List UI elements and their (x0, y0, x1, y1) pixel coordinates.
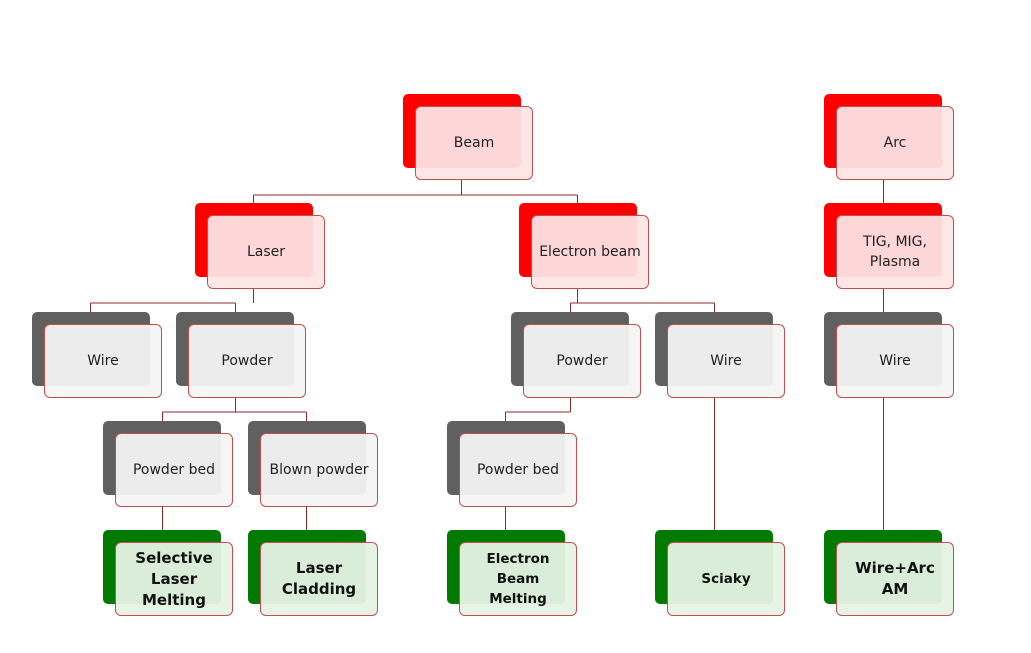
node-arc-wire: Wire (824, 312, 954, 398)
node-beam: Beam (403, 94, 533, 180)
node-box: Wire (836, 324, 954, 398)
node-label: Arc (883, 135, 907, 151)
connector-laser-children (90, 289, 254, 323)
node-eb-powder-bed: Powder bed (447, 421, 577, 507)
node-electron-beam: Electron beam (519, 203, 649, 289)
node-label: TIG, MIG, Plasma (863, 234, 927, 270)
node-eb-powder: Powder (511, 312, 641, 398)
node-laser: Laser (195, 203, 325, 289)
node-powder-bed: Powder bed (103, 421, 233, 507)
node-box: Powder bed (115, 433, 233, 507)
node-label: Wire (710, 353, 742, 369)
node-electron-beam-melting: Electron Beam Melting (447, 530, 577, 616)
node-box: Wire (667, 324, 785, 398)
connector-powder-children (162, 398, 307, 432)
node-box: Laser Cladding (260, 542, 378, 616)
node-box: Sciaky (667, 542, 785, 616)
node-box: Wire (44, 324, 162, 398)
node-label: Powder bed (476, 462, 560, 478)
node-box: Arc (836, 106, 954, 180)
node-label: Wire (879, 353, 911, 369)
node-wire-arc-am: Wire+Arc AM (824, 530, 954, 616)
node-box: Powder (523, 324, 641, 398)
node-sciaky: Sciaky (655, 530, 785, 616)
node-box: Selective Laser Melting (115, 542, 233, 616)
node-label: Electron beam (539, 244, 641, 260)
node-laser-cladding: Laser Cladding (248, 530, 378, 616)
node-label: Powder bed (132, 462, 216, 478)
node-label: Blown powder (269, 462, 369, 478)
connector-eb-children (570, 289, 715, 323)
node-box: Electron Beam Melting (459, 542, 577, 616)
node-laser-powder: Powder (176, 312, 306, 398)
node-label: Beam (453, 135, 495, 151)
node-box: Wire+Arc AM (836, 542, 954, 616)
node-label: Selective Laser Melting (135, 548, 213, 609)
node-label: Sciaky (701, 571, 751, 587)
node-box: TIG, MIG, Plasma (836, 215, 954, 289)
node-label: Powder (556, 353, 608, 369)
connector-beam-children (253, 180, 578, 215)
node-label: Powder (221, 353, 273, 369)
node-box: Electron beam (531, 215, 649, 289)
node-box: Beam (415, 106, 533, 180)
node-label: Laser (246, 244, 286, 260)
node-box: Blown powder (260, 433, 378, 507)
node-label: Wire (87, 353, 119, 369)
node-box: Laser (207, 215, 325, 289)
node-selective-laser-melting: Selective Laser Melting (103, 530, 233, 616)
node-label: Electron Beam Melting (486, 551, 550, 607)
node-box: Powder (188, 324, 306, 398)
node-blown-powder: Blown powder (248, 421, 378, 507)
node-laser-wire: Wire (32, 312, 162, 398)
node-label: Laser Cladding (281, 559, 357, 598)
node-eb-wire: Wire (655, 312, 785, 398)
node-box: Powder bed (459, 433, 577, 507)
node-arc: Arc (824, 94, 954, 180)
node-label: Wire+Arc AM (855, 559, 935, 598)
node-tig-mig-plasma: TIG, MIG, Plasma (824, 203, 954, 289)
